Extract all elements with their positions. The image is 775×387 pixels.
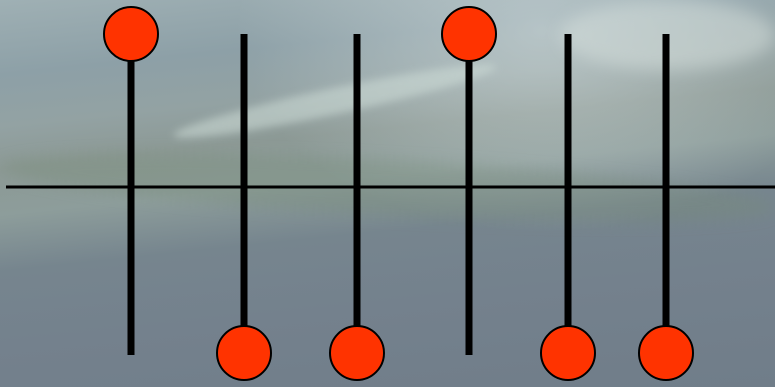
stem-node-circle bbox=[639, 326, 693, 380]
stem-node-circle bbox=[330, 326, 384, 380]
stem-node-circle bbox=[217, 326, 271, 380]
stem-node-circle bbox=[442, 7, 496, 61]
stem-node-circle bbox=[541, 326, 595, 380]
stem-node-circle bbox=[104, 7, 158, 61]
stems-group bbox=[104, 7, 693, 380]
